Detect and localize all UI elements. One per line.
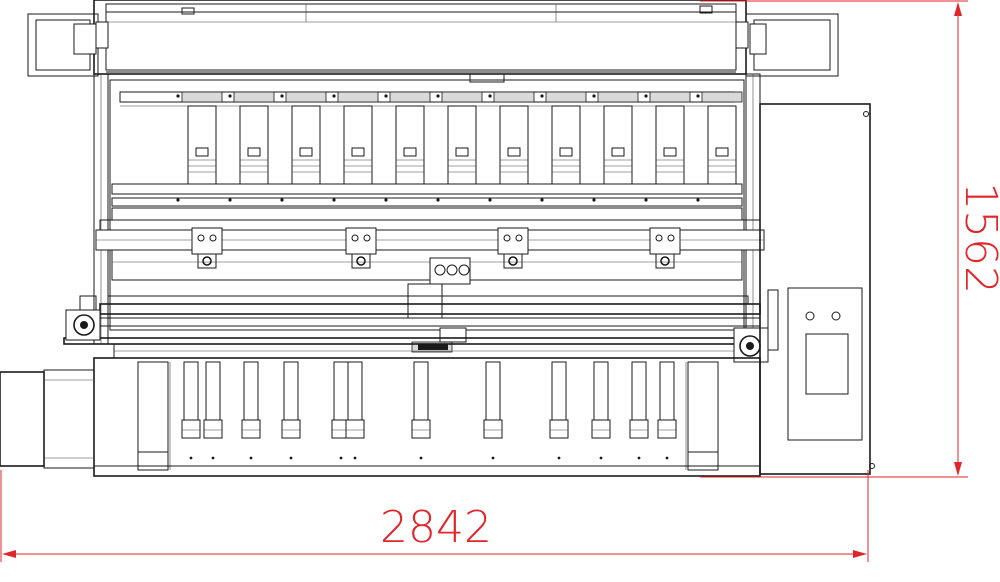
right-bearing — [733, 327, 769, 363]
left-bearing — [65, 295, 101, 341]
upper-cassettes — [176, 91, 743, 240]
clamp-unit — [649, 227, 681, 269]
lower-holder — [483, 361, 503, 460]
height-dimension-label: 1562 — [955, 182, 1000, 294]
right-top-arm — [735, 13, 839, 77]
clamp-unit — [497, 227, 529, 269]
left-motor — [0, 369, 95, 469]
lower-holder — [549, 361, 569, 460]
lower-holder — [657, 361, 677, 460]
top-frame — [93, 0, 747, 83]
lower-frame — [93, 357, 761, 477]
lower-beam — [63, 337, 759, 359]
lower-holder — [203, 361, 223, 460]
lower-holder — [629, 361, 649, 460]
clamp-unit — [345, 227, 377, 269]
width-dimension-label: 2842 — [380, 502, 492, 553]
lower-holder — [591, 361, 611, 460]
clamp-unit — [191, 227, 223, 269]
center-head — [407, 257, 471, 353]
lower-holder — [331, 361, 351, 460]
cassette — [644, 91, 691, 240]
cassette-area — [95, 79, 765, 331]
lower-holders — [181, 361, 677, 460]
control-cabinet — [759, 103, 875, 475]
lower-holder — [411, 361, 431, 460]
clamp-units — [191, 227, 681, 269]
dimension-lines — [0, 0, 968, 562]
lower-holder — [281, 361, 301, 460]
left-top-arm — [27, 13, 109, 77]
lower-holder — [181, 361, 201, 460]
cassette — [228, 91, 275, 240]
lower-holder — [241, 361, 261, 460]
lower-holder — [345, 361, 365, 460]
